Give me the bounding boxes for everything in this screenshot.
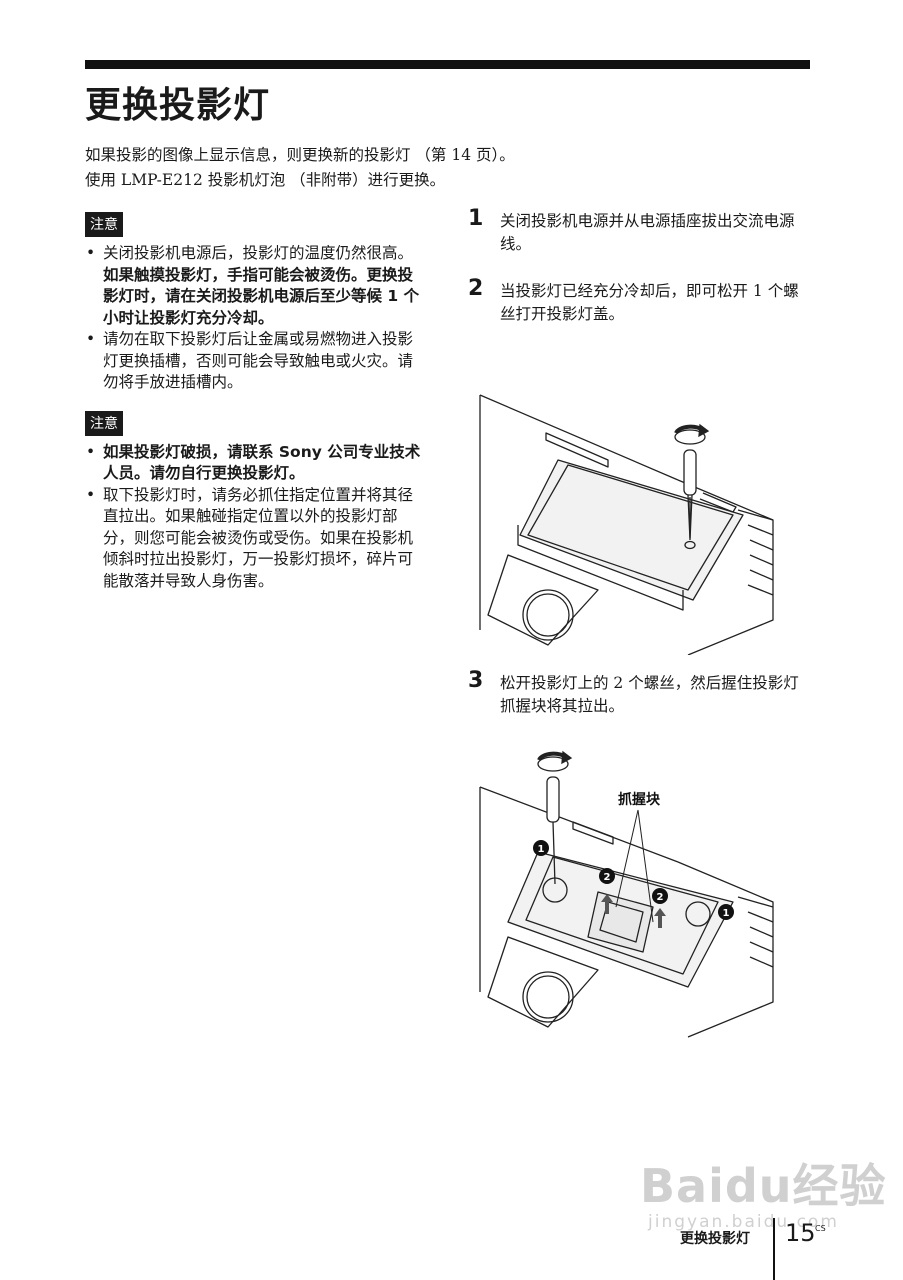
caution-text-bold: 如果触摸投影灯，手指可能会被烫伤。更换投影灯时，请在关闭投影机电源后至少等候 1… — [103, 265, 420, 327]
top-rule — [85, 60, 810, 69]
grip-callout-label: 抓握块 — [618, 791, 661, 808]
caution-badge: 注意 — [85, 410, 123, 436]
caution-text: 请勿在取下投影灯后让金属或易燃物进入投影灯更换插槽，否则可能会导致触电或火灾。请… — [103, 330, 414, 391]
step-3: 3 松开投影灯上的 2 个螺丝，然后握住投影灯抓握块将其拉出。 — [468, 668, 813, 718]
caution-list-1: 关闭投影机电源后，投影灯的温度仍然很高。如果触摸投影灯，手指可能会被烫伤。更换投… — [85, 243, 425, 394]
step-marker: 2 — [657, 892, 664, 903]
step-marker-group: 1 2 2 1 — [533, 840, 734, 920]
caution-text-bold: 如果投影灯破损，请联系 Sony 公司专业技术人员。请勿自行更换投影灯。 — [103, 442, 421, 483]
step-text: 关闭投影机电源并从电源插座拔出交流电源线。 — [500, 212, 795, 253]
watermark-logo: Baidu经验 — [640, 1159, 887, 1213]
step-number: 3 — [468, 668, 484, 693]
pull-arrow-icon — [601, 894, 666, 928]
caution-badge: 注意 — [85, 212, 123, 237]
screwdriver-icon — [537, 750, 573, 885]
caution-list-2: 如果投影灯破损，请联系 Sony 公司专业技术人员。请勿自行更换投影灯。 取下投… — [85, 442, 425, 593]
caution-text: 取下投影灯时，请务必抓住指定位置并将其径直拉出。如果触碰指定位置以外的投影灯部分… — [103, 485, 414, 590]
caution-block-1: 注意 关闭投影机电源后，投影灯的温度仍然很高。如果触摸投影灯，手指可能会被烫伤。… — [85, 212, 425, 394]
step-text: 松开投影灯上的 2 个螺丝，然后握住投影灯抓握块将其拉出。 — [500, 674, 799, 715]
cautions-column: 注意 关闭投影机电源后，投影灯的温度仍然很高。如果触摸投影灯，手指可能会被烫伤。… — [85, 212, 425, 592]
intro-text: 如果投影的图像上显示信息，则更换新的投影灯 （第 14 页）。 使用 LMP-E… — [85, 143, 515, 193]
screwdriver-icon — [674, 423, 710, 541]
lamp-cover-illustration — [479, 394, 774, 655]
intro-line-2: 使用 LMP-E212 投影机灯泡 （非附带）进行更换。 — [85, 171, 446, 189]
caution-item: 请勿在取下投影灯后让金属或易燃物进入投影灯更换插槽，否则可能会导致触电或火灾。请… — [85, 329, 425, 394]
caution-text: 关闭投影机电源后，投影灯的温度仍然很高。 — [103, 244, 414, 262]
caution-block-2: 注意 如果投影灯破损，请联系 Sony 公司专业技术人员。请勿自行更换投影灯。 … — [85, 410, 425, 593]
caution-item: 关闭投影机电源后，投影灯的温度仍然很高。如果触摸投影灯，手指可能会被烫伤。更换投… — [85, 243, 425, 329]
step-marker: 2 — [604, 872, 611, 883]
language-code: CS — [815, 1224, 826, 1233]
page-title: 更换投影灯 — [85, 85, 271, 126]
step-marker: 1 — [723, 908, 730, 919]
step-number: 2 — [468, 276, 484, 301]
footer-divider — [773, 1218, 775, 1280]
step-marker: 1 — [538, 844, 545, 855]
watermark: Baidu经验 jingyan.baidu.com — [640, 1150, 887, 1232]
footer-section-label: 更换投影灯 — [680, 1231, 750, 1247]
page-number: 15 — [785, 1219, 816, 1247]
caution-item: 如果投影灯破损，请联系 Sony 公司专业技术人员。请勿自行更换投影灯。 — [85, 442, 425, 485]
intro-line-1: 如果投影的图像上显示信息，则更换新的投影灯 （第 14 页）。 — [85, 146, 515, 164]
lamp-removal-illustration: 抓握块 1 2 2 1 — [479, 750, 774, 1038]
step-2: 2 当投影灯已经充分冷却后，即可松开 1 个螺丝打开投影灯盖。 — [468, 276, 813, 326]
step-1: 1 关闭投影机电源并从电源插座拔出交流电源线。 — [468, 206, 813, 256]
step-number: 1 — [468, 206, 484, 231]
step-text: 当投影灯已经充分冷却后，即可松开 1 个螺丝打开投影灯盖。 — [500, 282, 799, 323]
caution-item: 取下投影灯时，请务必抓住指定位置并将其径直拉出。如果触碰指定位置以外的投影灯部分… — [85, 485, 425, 593]
watermark-url: jingyan.baidu.com — [648, 1212, 839, 1232]
